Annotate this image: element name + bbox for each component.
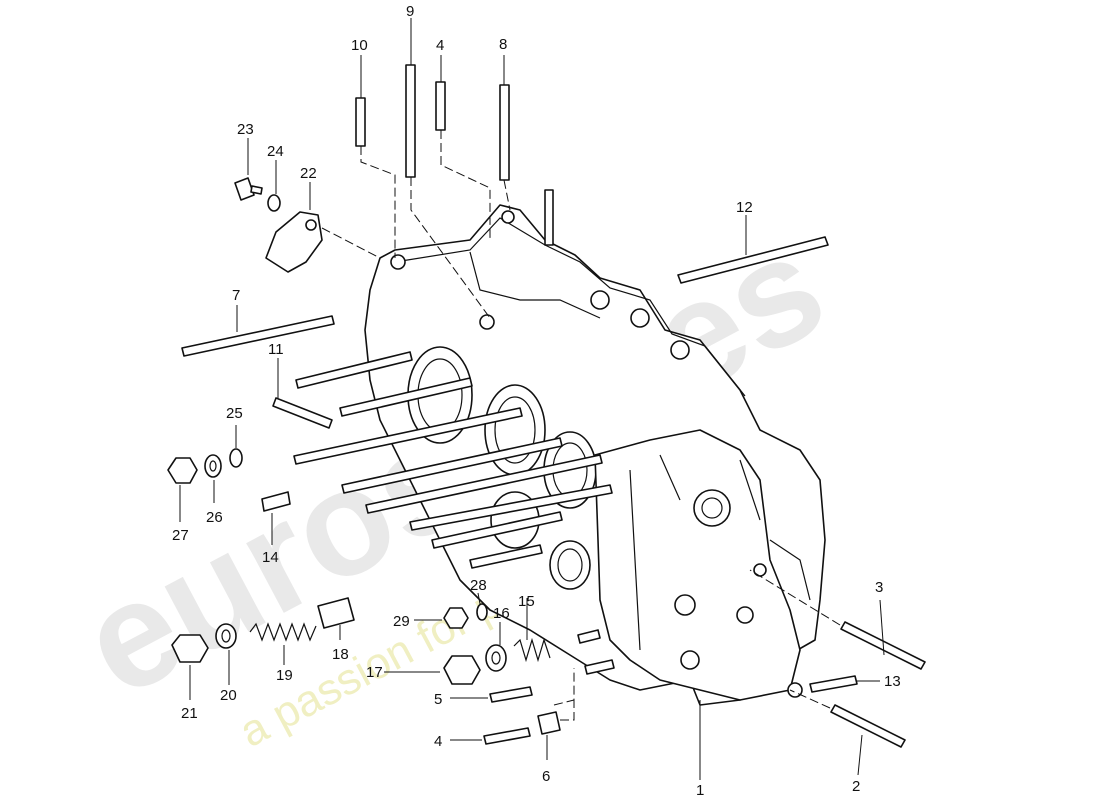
stud-4-top: [435, 81, 446, 131]
callout-29: 29: [393, 613, 410, 630]
stud-11: [272, 397, 333, 429]
crankcase-half: [364, 204, 826, 706]
leader-lines: [179, 18, 885, 780]
callout-11: 11: [268, 341, 284, 358]
dowel-14: [261, 491, 291, 512]
callout-4-bottom: 4: [434, 733, 442, 750]
studs: [181, 64, 926, 748]
bolt-23: [234, 177, 255, 201]
sleeve-6: [537, 711, 561, 735]
ring-28: [476, 603, 488, 621]
callout-2: 2: [852, 778, 860, 795]
plug-21: [171, 634, 209, 663]
stud-12: [677, 236, 829, 284]
callout-5: 5: [434, 691, 442, 708]
nut-29: [443, 607, 469, 629]
callout-1: 1: [696, 782, 704, 799]
callout-12: 12: [736, 199, 753, 216]
stud-10: [355, 97, 366, 147]
stud-4-bottom: [483, 727, 531, 745]
callout-3: 3: [875, 579, 883, 596]
callout-26: 26: [206, 509, 223, 526]
callout-25: 25: [226, 405, 243, 422]
stud-5: [489, 686, 533, 703]
callout-27: 27: [172, 527, 189, 544]
plug-17: [443, 655, 481, 685]
callout-18: 18: [332, 646, 349, 663]
callout-10: 10: [351, 37, 368, 54]
stud-9: [405, 64, 416, 178]
callout-15: 15: [518, 593, 535, 610]
nut-27: [167, 457, 198, 484]
stud-13: [809, 675, 858, 693]
sleeve-18: [317, 597, 355, 629]
spring-15: [513, 637, 551, 663]
callout-13: 13: [884, 673, 901, 690]
loose-parts: [167, 177, 561, 735]
callout-28: 28: [470, 577, 487, 594]
callout-16: 16: [493, 605, 510, 622]
washer-20: [215, 623, 237, 649]
washer-26: [204, 454, 222, 478]
callout-labels: 1 2 3 4 5 6 7 8 9 10 4 11 12 13 14 15 16…: [172, 3, 901, 799]
callout-9: 9: [406, 3, 414, 20]
callout-8: 8: [499, 36, 507, 53]
callout-21: 21: [181, 705, 198, 722]
washer-25: [229, 448, 243, 468]
callout-24: 24: [267, 143, 284, 160]
callout-17: 17: [366, 664, 383, 681]
stud-2: [830, 704, 906, 748]
washer-24: [267, 194, 281, 212]
callout-20: 20: [220, 687, 237, 704]
callout-22: 22: [300, 165, 317, 182]
callout-4-top: 4: [436, 37, 444, 54]
callout-19: 19: [276, 667, 293, 684]
callout-7: 7: [232, 287, 240, 304]
spring-19: [249, 622, 317, 642]
stud-8: [499, 84, 510, 181]
callout-23: 23: [237, 121, 254, 138]
callout-6: 6: [542, 768, 550, 785]
stud-7: [181, 315, 335, 357]
washer-16: [485, 644, 507, 672]
callout-14: 14: [262, 549, 279, 566]
